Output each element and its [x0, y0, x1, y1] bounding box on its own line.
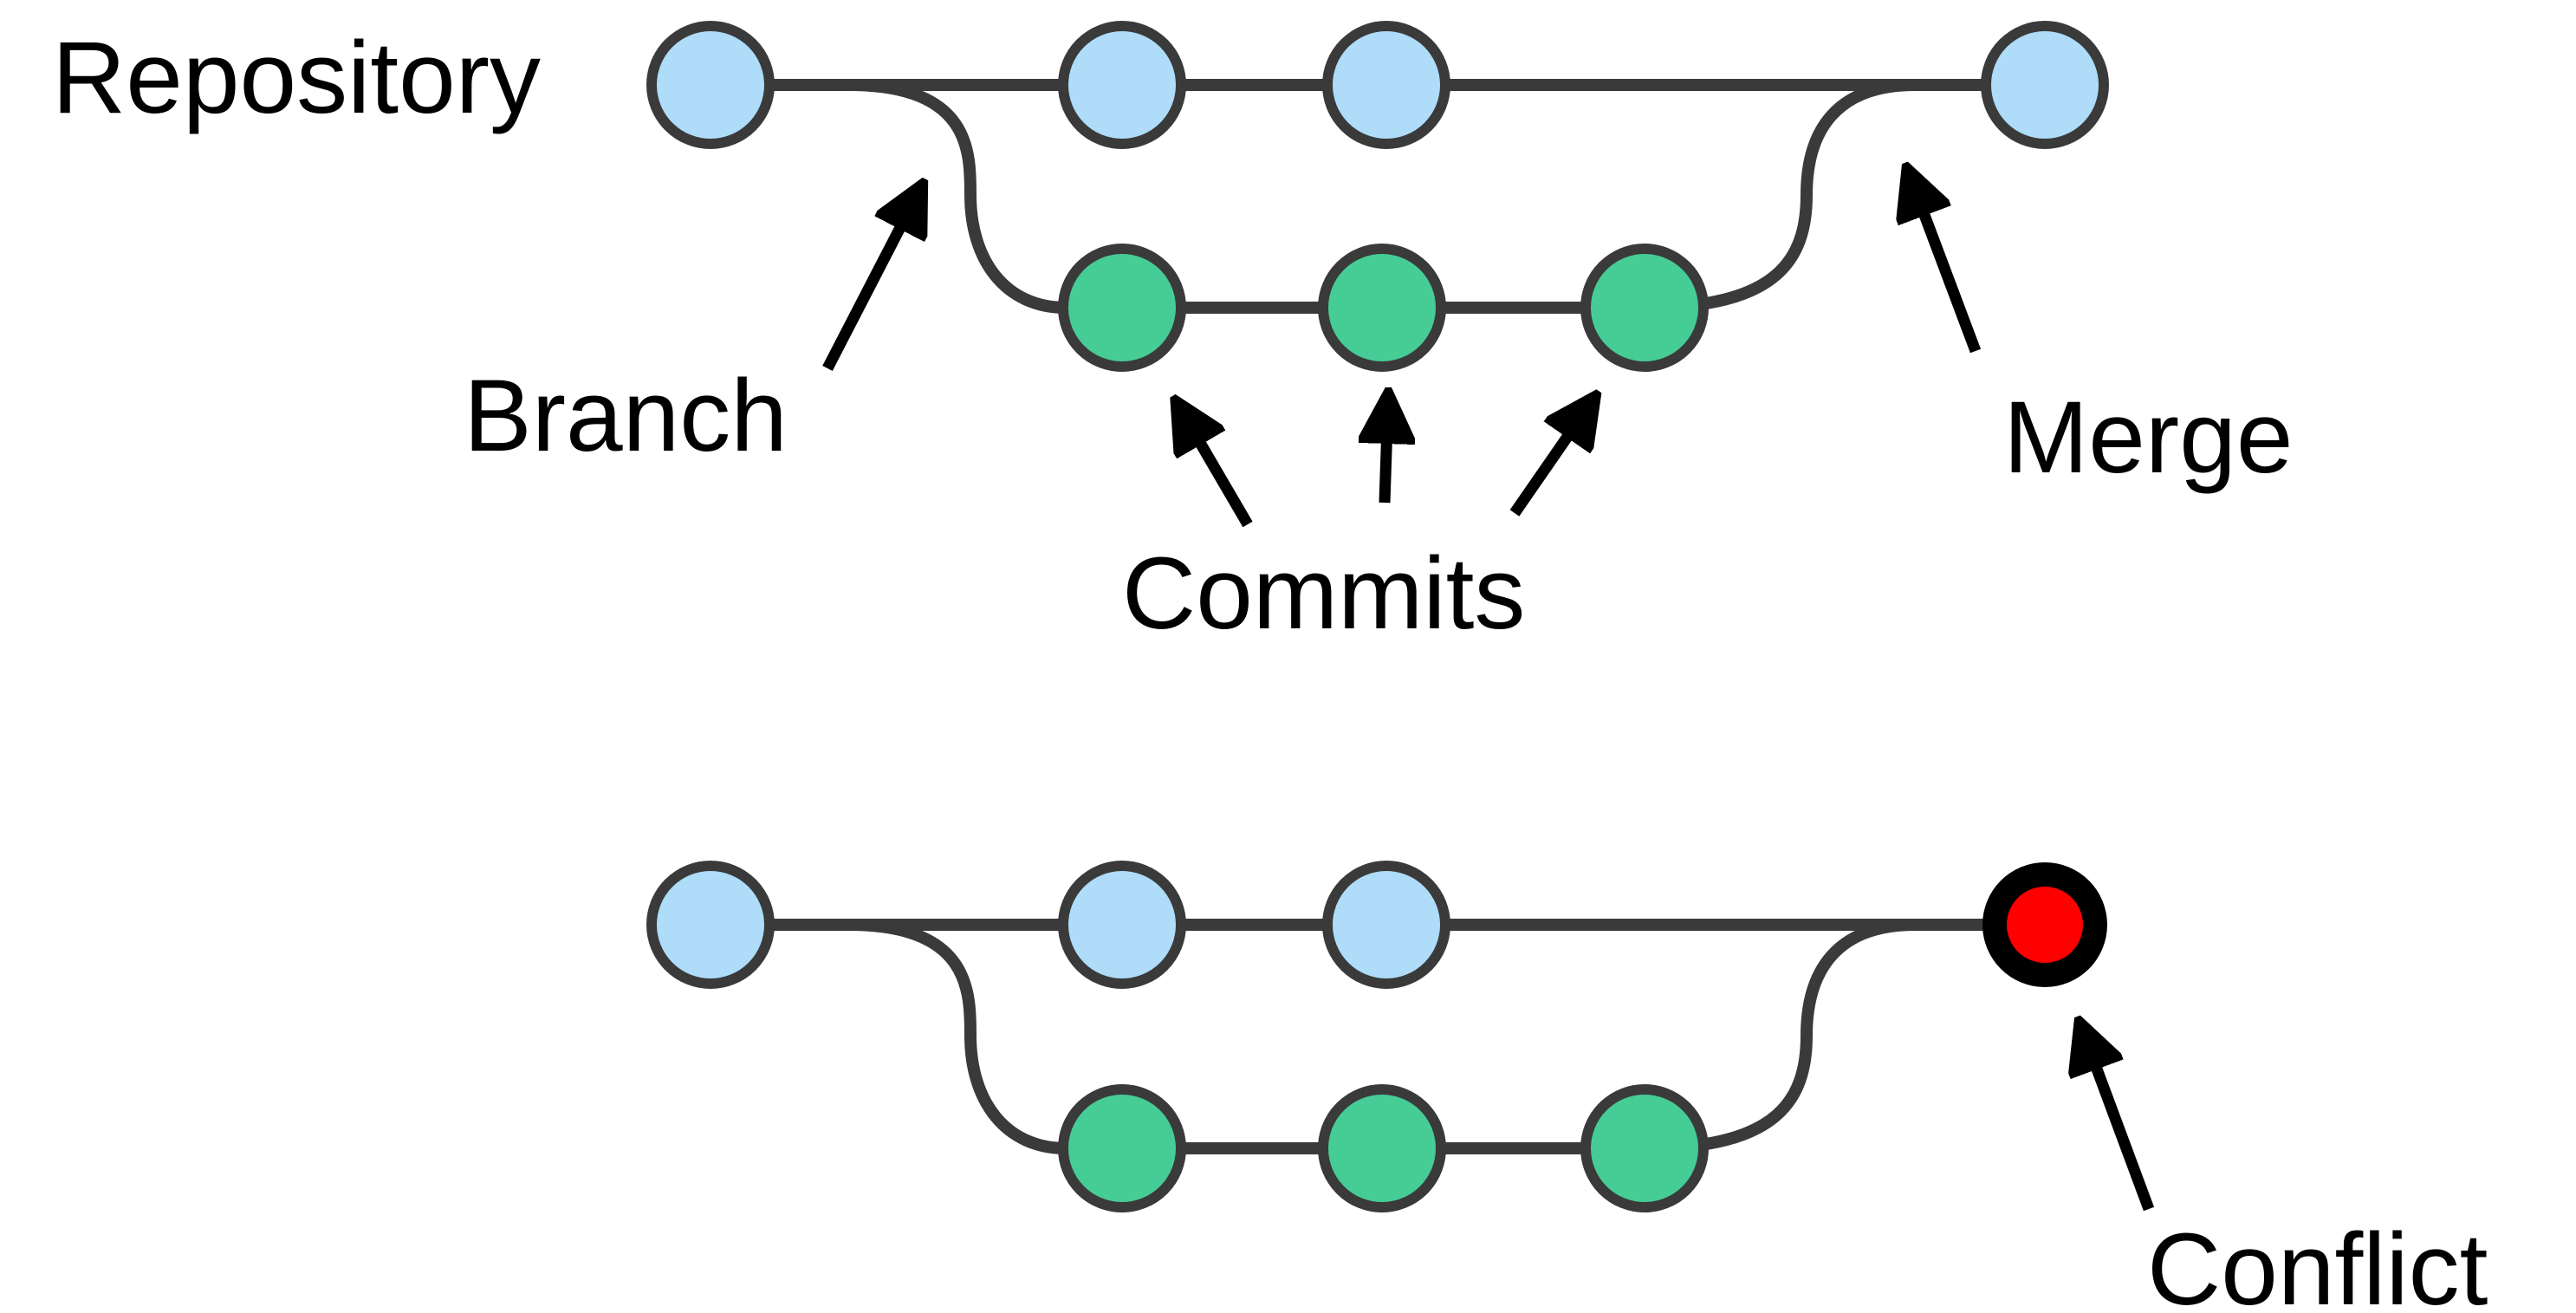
main-commit-node	[646, 861, 775, 989]
branch-commit-node	[1058, 1084, 1186, 1212]
commit-arrow-left	[1178, 406, 1253, 528]
conflict-diagram: Conflict	[646, 861, 2488, 1313]
main-commit-node	[1322, 21, 1450, 149]
branch-commit-node	[1580, 1084, 1709, 1212]
merge-arrow	[1909, 173, 1982, 354]
merge-in-curve	[1645, 79, 1916, 314]
commit-arrow-right	[1509, 400, 1593, 517]
conflict-arrow	[2081, 1027, 2155, 1212]
branch-arrow	[822, 189, 920, 371]
branch-commit-node	[1058, 244, 1186, 372]
commit-arrow-middle	[1385, 399, 1388, 504]
branch-out-curve	[848, 79, 1067, 314]
branch-commit-node	[1580, 244, 1709, 372]
merge-commit-node	[1981, 21, 2109, 149]
main-commit-node	[1058, 861, 1186, 989]
conflict-label: Conflict	[2147, 1212, 2488, 1313]
branch-commit-node	[1318, 244, 1446, 372]
merge-label: Merge	[2003, 380, 2293, 495]
repository-label: Repository	[52, 21, 541, 135]
conflict-node-core	[2007, 887, 2083, 963]
branch-out-curve	[848, 919, 1067, 1154]
merge-diagram: Repository Branch Commits Merge	[52, 21, 2293, 651]
main-commit-node	[1322, 861, 1450, 989]
commits-label: Commits	[1122, 536, 1525, 651]
main-commit-node	[646, 21, 775, 149]
branch-label: Branch	[464, 359, 788, 473]
merge-in-curve	[1645, 919, 1916, 1154]
branch-commit-node	[1318, 1084, 1446, 1212]
main-commit-node	[1058, 21, 1186, 149]
